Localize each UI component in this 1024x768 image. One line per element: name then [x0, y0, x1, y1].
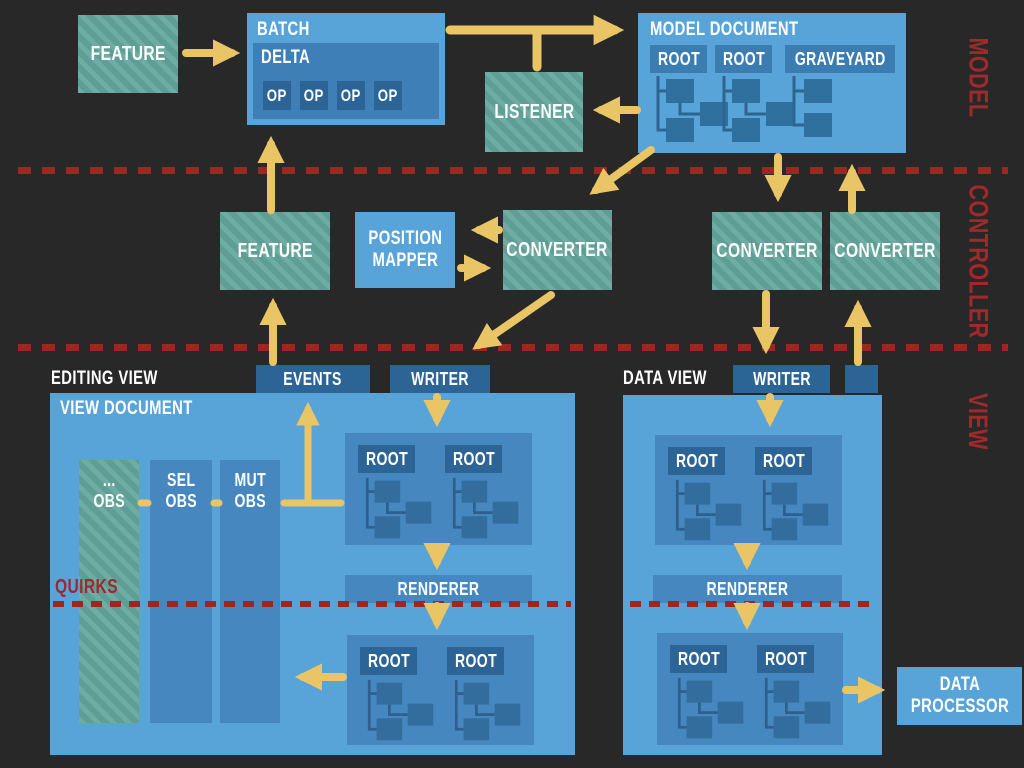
writer-box-data: WRITER	[733, 365, 830, 393]
model-controller-separator	[18, 167, 1008, 174]
root-label: ROOT	[757, 645, 814, 673]
converter-box-1: CONVERTER	[503, 210, 612, 290]
converter-box-2: CONVERTER	[712, 212, 822, 290]
model-root-tree	[718, 75, 806, 150]
root-tree	[758, 479, 840, 548]
model-document-box: MODEL DOCUMENT ROOT ROOT GRAVEYARD	[638, 13, 906, 153]
op-box: OP	[300, 81, 328, 110]
renderer-box-editing: RENDERER	[345, 575, 532, 603]
quirks-label: QUIRKS	[55, 576, 119, 598]
op-box: OP	[374, 81, 402, 110]
root-tree	[673, 677, 755, 746]
writer-box-editing: WRITER	[390, 365, 490, 393]
model-graveyard-label: GRAVEYARD	[785, 45, 895, 73]
editing-roots-panel-bottom: ROOT ROOT	[347, 635, 534, 745]
root-tree	[671, 479, 753, 548]
feature-label: FEATURE	[90, 42, 166, 65]
other-observers-column: ...OBS	[79, 460, 139, 723]
root-label: ROOT	[755, 447, 812, 475]
controller-view-separator	[18, 344, 1008, 351]
view-document-title: VIEW DOCUMENT	[60, 398, 193, 419]
batch-title: BATCH	[257, 19, 310, 40]
layer-label-model: MODEL	[963, 37, 994, 117]
root-tree	[361, 477, 443, 546]
delta-panel: DELTA OP OP OP OP	[253, 43, 439, 119]
op-box: OP	[263, 81, 291, 110]
feature-box-controller: FEATURE	[220, 212, 330, 290]
model-root-label: ROOT	[715, 45, 772, 73]
listener-label: LISTENER	[493, 100, 575, 123]
root-label: ROOT	[358, 445, 415, 473]
model-graveyard-tree	[788, 75, 876, 150]
root-label: ROOT	[670, 645, 727, 673]
listener-box: LISTENER	[485, 72, 583, 152]
editing-view-title: EDITING VIEW	[51, 368, 158, 389]
root-label: ROOT	[447, 647, 504, 675]
data-view-small-box	[845, 365, 878, 393]
layer-label-view: VIEW	[963, 392, 994, 450]
events-box: EVENTS	[256, 365, 370, 393]
converter-box-3: CONVERTER	[830, 212, 940, 290]
feature-box-model: FEATURE	[78, 15, 178, 93]
model-root-label: ROOT	[650, 45, 707, 73]
delta-title: DELTA	[261, 47, 311, 68]
op-row: OP OP OP OP	[263, 81, 402, 110]
root-tree	[448, 477, 530, 546]
root-tree	[760, 677, 842, 746]
model-document-title: MODEL DOCUMENT	[650, 19, 799, 40]
root-label: ROOT	[668, 447, 725, 475]
batch-box: BATCH DELTA OP OP OP OP	[247, 13, 445, 125]
data-view-title: DATA VIEW	[623, 368, 707, 389]
data-roots-panel-top: ROOT ROOT	[655, 435, 842, 545]
quirks-line-data	[630, 601, 877, 607]
editing-roots-panel-top: ROOT ROOT	[345, 433, 532, 545]
data-roots-panel-bottom: ROOT ROOT	[657, 633, 843, 745]
root-tree	[363, 679, 445, 748]
root-tree	[450, 679, 532, 748]
op-box: OP	[337, 81, 365, 110]
renderer-box-data: RENDERER	[653, 575, 842, 603]
arrow-converter1-to-editing-writer	[472, 291, 555, 350]
quirks-line-editing	[53, 601, 571, 607]
root-label: ROOT	[360, 647, 417, 675]
root-label: ROOT	[445, 445, 502, 473]
